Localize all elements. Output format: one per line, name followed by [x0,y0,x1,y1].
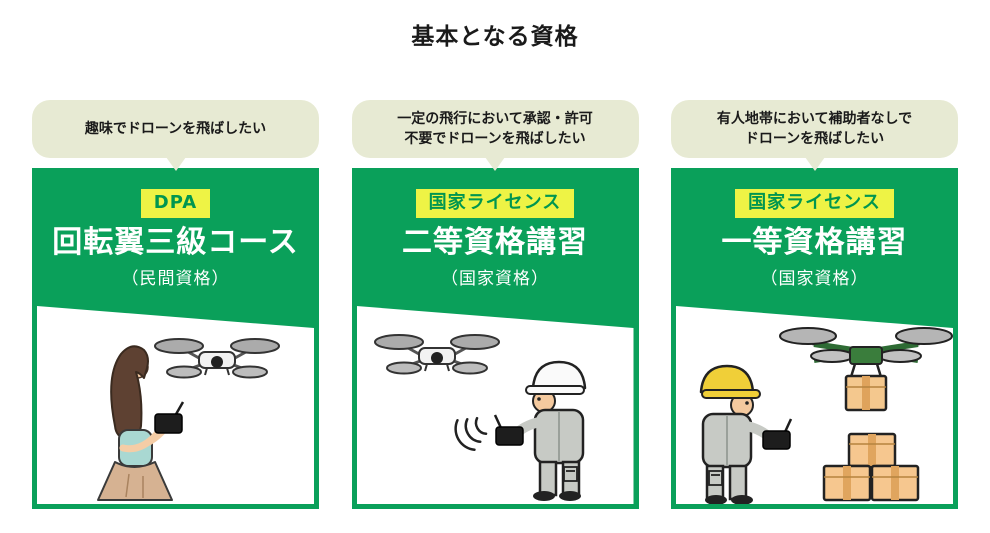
bubble-text: 有人地帯において補助者なしで ドローンを飛ばしたい [716,110,913,147]
speech-bubble: 一定の飛行において承認・許可 不要でドローンを飛ばしたい [351,100,639,158]
worker-flying-drone-illustration [373,334,586,501]
drone-icon [154,338,280,379]
cardboard-boxes-icon [822,432,920,502]
card-header: DPA 回転翼三級コース （民間資格） [32,168,319,289]
course-qualification: （民間資格） [121,269,230,289]
bubble-text: 一定の飛行において承認・許可 不要でドローンを飛ばしたい [397,110,593,147]
illustration-panel [676,306,953,504]
bubble-text: 趣味でドローンを飛ばしたい [84,120,267,137]
course-title: 二等資格講習 [402,225,588,260]
page-title: 基本となる資格 [411,24,579,50]
drone-icon [373,334,500,375]
delivery-drone-illustration [699,327,953,504]
signal-waves-icon [453,416,487,451]
controller-icon [154,401,185,434]
license-badge: 国家ライセンス [735,189,894,218]
course-cards-row: 趣味でドローンを飛ばしたい DPA 回転翼三級コース （民間資格） [32,100,958,509]
delivery-drone-icon [779,327,953,412]
course-card-dpa: 趣味でドローンを飛ばしたい DPA 回転翼三級コース （民間資格） [32,100,319,509]
speech-bubble: 有人地帯において補助者なしで ドローンを飛ばしたい [671,100,958,158]
speech-bubble: 趣味でドローンを飛ばしたい [32,100,319,158]
course-qualification: （国家資格） [760,269,869,289]
woman-flying-drone-illustration [97,338,280,501]
controller-icon [762,418,793,450]
controller-icon [493,414,524,446]
license-badge: 国家ライセンス [415,189,575,218]
card-header: 国家ライセンス 二等資格講習 （国家資格） [352,168,639,289]
course-card: 国家ライセンス 二等資格講習 （国家資格） [351,168,639,509]
course-card-first-class: 有人地帯において補助者なしで ドローンを飛ばしたい 国家ライセンス 一等資格講習… [671,100,958,509]
course-card: DPA 回転翼三級コース （民間資格） [32,168,319,509]
license-badge: DPA [140,189,211,218]
course-title: 一等資格講習 [721,225,908,260]
illustration-panel [356,306,634,504]
course-qualification: （国家資格） [441,269,549,289]
worker-pilot [699,364,793,504]
course-card-second-class: 一定の飛行において承認・許可 不要でドローンを飛ばしたい 国家ライセンス 二等資… [351,100,639,509]
worker-pilot [453,360,586,501]
card-header: 国家ライセンス 一等資格講習 （国家資格） [671,168,958,289]
illustration-panel [37,306,314,504]
woman-pilot [97,345,185,501]
course-card: 国家ライセンス 一等資格講習 （国家資格） [671,168,958,509]
course-title: 回転翼三級コース [52,225,299,260]
